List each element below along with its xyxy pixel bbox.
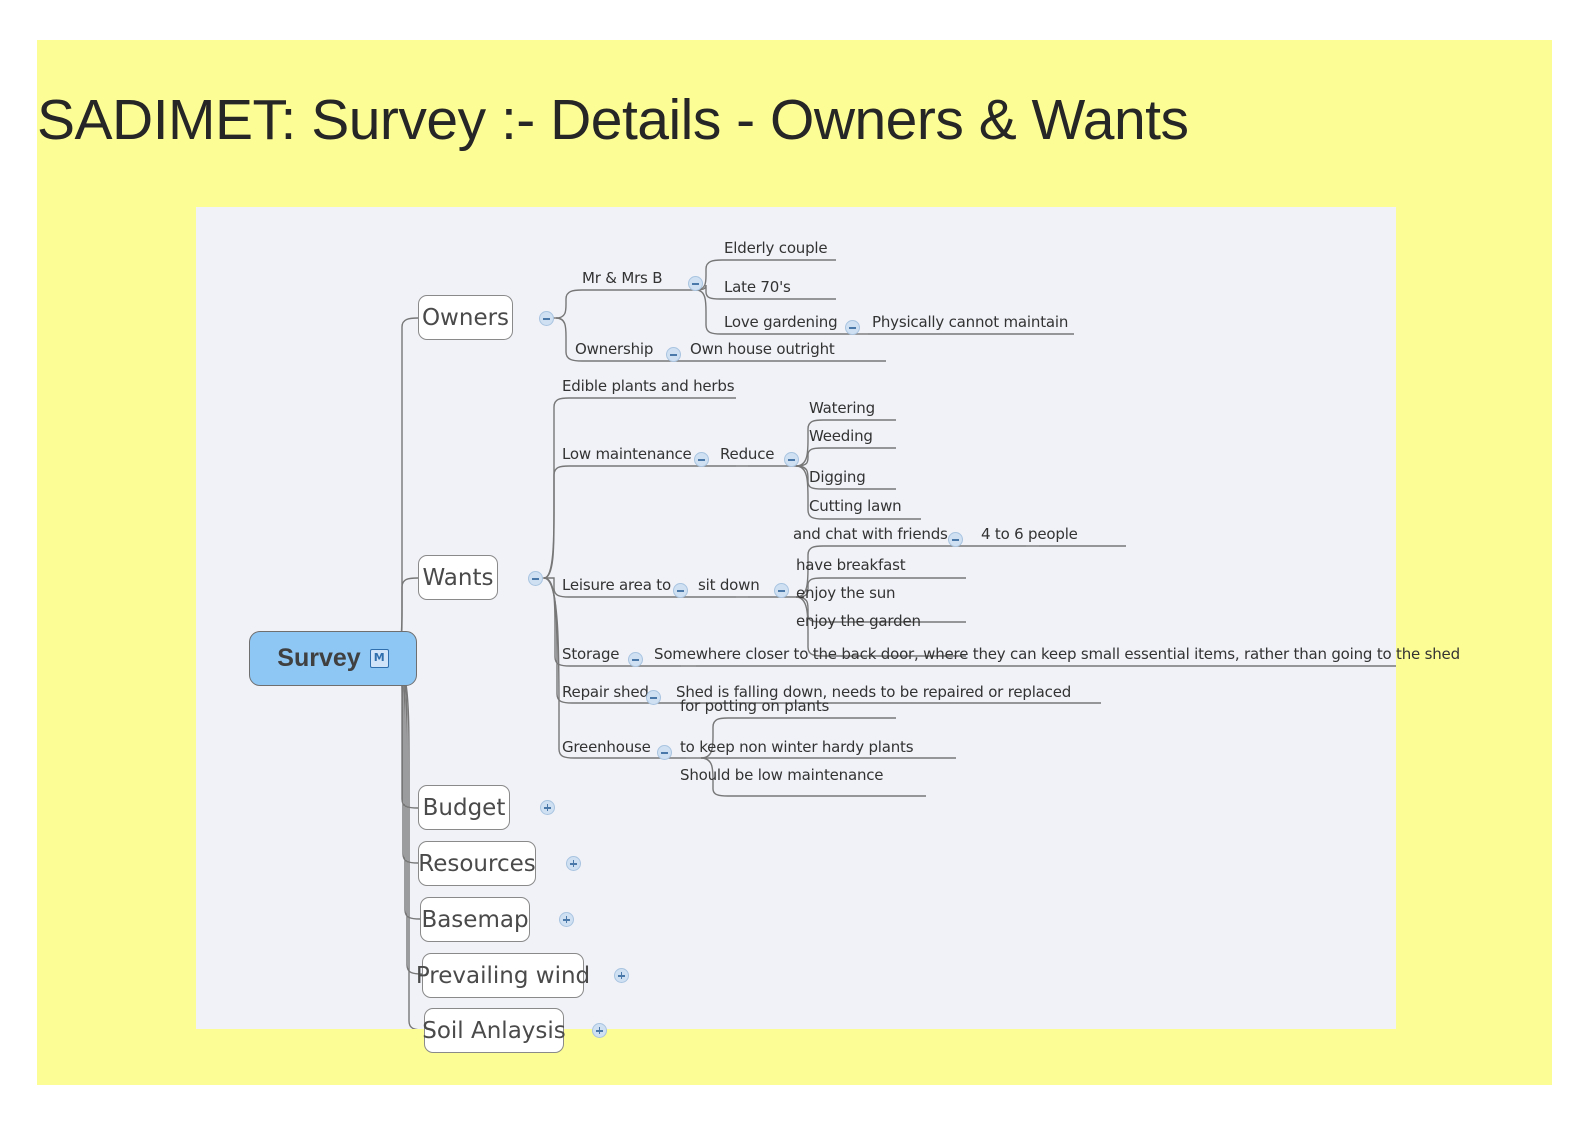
node-ownership-label: Ownership [575, 340, 654, 358]
node-storage[interactable]: Storage [562, 645, 619, 663]
collapse-icon-chat-with-friends[interactable] [948, 532, 963, 547]
node-repair-shed[interactable]: Repair shed [562, 683, 649, 701]
node-4-to-6-people[interactable]: 4 to 6 people [981, 525, 1078, 543]
collapse-icon-owners[interactable] [539, 311, 554, 326]
node-watering-label: Watering [809, 399, 875, 417]
node-mr-mrs-b[interactable]: Mr & Mrs B [582, 269, 663, 287]
node-low-maintenance[interactable]: Low maintenance [562, 445, 692, 463]
node-sit-down[interactable]: sit down [698, 576, 760, 594]
node-reduce[interactable]: Reduce [720, 445, 774, 463]
expand-icon-budget[interactable] [540, 800, 555, 815]
node-greenhouse-label: Greenhouse [562, 738, 651, 756]
node-basemap[interactable]: Basemap [420, 897, 530, 942]
node-enjoy-the-sun[interactable]: enjoy the sun [796, 584, 896, 602]
collapse-icon-love-gardening[interactable] [845, 320, 860, 335]
node-wants[interactable]: Wants [418, 555, 498, 600]
node-physically-cannot-maintain-label: Physically cannot maintain [872, 313, 1069, 331]
node-digging[interactable]: Digging [809, 468, 866, 486]
node-weeding[interactable]: Weeding [809, 427, 873, 445]
node-have-breakfast-label: have breakfast [796, 556, 906, 574]
collapse-icon-low-maintenance[interactable] [694, 452, 709, 467]
map-marker-badge-icon: M [369, 649, 389, 668]
node-late-70s-label: Late 70's [724, 278, 791, 296]
node-chat-with-friends[interactable]: and chat with friends [793, 525, 948, 543]
node-should-be-low-maintenance[interactable]: Should be low maintenance [680, 766, 884, 784]
collapse-icon-ownership[interactable] [666, 347, 681, 362]
node-physically-cannot-maintain[interactable]: Physically cannot maintain [872, 313, 1068, 331]
node-weeding-label: Weeding [809, 427, 873, 445]
node-for-potting-on-plants-label: for potting on plants [680, 697, 830, 715]
node-edible-plants[interactable]: Edible plants and herbs [562, 377, 735, 395]
node-low-maintenance-label: Low maintenance [562, 445, 692, 463]
root-node-survey[interactable]: Survey M [249, 631, 417, 686]
node-non-winter-hardy-plants[interactable]: to keep non winter hardy plants [680, 738, 914, 756]
node-budget-label: Budget [422, 794, 506, 821]
collapse-icon-reduce[interactable] [784, 452, 799, 467]
node-storage-detail[interactable]: Somewhere closer to the back door, where… [654, 645, 1460, 663]
collapse-icon-greenhouse[interactable] [657, 745, 672, 760]
node-prevailing-wind[interactable]: Prevailing wind [416, 953, 590, 998]
node-mr-mrs-b-label: Mr & Mrs B [582, 269, 663, 287]
page-title: SADIMET: Survey :- Details - Owners & Wa… [37, 88, 1189, 152]
node-repair-shed-detail[interactable]: Shed is falling down, needs to be repair… [676, 683, 1071, 701]
node-late-70s[interactable]: Late 70's [724, 278, 791, 296]
expand-icon-prevailing-wind[interactable] [614, 968, 629, 983]
collapse-icon-sit-down[interactable] [774, 583, 789, 598]
collapse-icon-repair-shed[interactable] [646, 690, 661, 705]
node-owners-label: Owners [421, 304, 510, 331]
collapse-icon-storage[interactable] [628, 652, 643, 667]
node-resources[interactable]: Resources [418, 841, 536, 886]
node-budget[interactable]: Budget [418, 785, 510, 830]
node-for-potting-on-plants[interactable]: for potting on plants [680, 697, 829, 715]
node-sit-down-label: sit down [698, 576, 760, 594]
node-4-to-6-people-label: 4 to 6 people [981, 525, 1078, 543]
node-cutting-lawn[interactable]: Cutting lawn [809, 497, 902, 515]
collapse-icon-mr-mrs-b[interactable] [688, 276, 703, 291]
node-prevailing-wind-label: Prevailing wind [415, 962, 591, 989]
node-enjoy-the-garden-label: enjoy the garden [796, 612, 921, 630]
node-leisure-area-to[interactable]: Leisure area to [562, 576, 671, 594]
node-love-gardening-label: Love gardening [724, 313, 838, 331]
node-storage-detail-label: Somewhere closer to the back door, where… [654, 645, 1460, 663]
node-wants-label: Wants [422, 564, 494, 591]
node-repair-shed-label: Repair shed [562, 683, 649, 701]
node-ownership[interactable]: Ownership [575, 340, 653, 358]
node-own-house-outright[interactable]: Own house outright [690, 340, 835, 358]
node-elderly-couple-label: Elderly couple [724, 239, 828, 257]
node-greenhouse[interactable]: Greenhouse [562, 738, 651, 756]
node-repair-shed-detail-label: Shed is falling down, needs to be repair… [676, 683, 1072, 701]
slide-background: SADIMET: Survey :- Details - Owners & Wa… [37, 40, 1552, 1085]
node-love-gardening[interactable]: Love gardening [724, 313, 838, 331]
node-edible-plants-label: Edible plants and herbs [562, 377, 735, 395]
mindmap-canvas[interactable]: Survey M Owners Mr & Mrs B Elderly coupl… [196, 207, 1460, 1053]
node-soil-anlaysis[interactable]: Soil Anlaysis [422, 1008, 566, 1053]
node-have-breakfast[interactable]: have breakfast [796, 556, 906, 574]
node-own-house-outright-label: Own house outright [690, 340, 835, 358]
node-reduce-label: Reduce [720, 445, 775, 463]
node-basemap-label: Basemap [421, 906, 529, 933]
node-should-be-low-maintenance-label: Should be low maintenance [680, 766, 884, 784]
node-owners[interactable]: Owners [418, 295, 513, 340]
node-soil-anlaysis-label: Soil Anlaysis [422, 1017, 566, 1044]
node-resources-label: Resources [418, 850, 536, 877]
expand-icon-basemap[interactable] [559, 912, 574, 927]
node-digging-label: Digging [809, 468, 866, 486]
node-leisure-area-to-label: Leisure area to [562, 576, 671, 594]
node-storage-label: Storage [562, 645, 620, 663]
expand-icon-soil-anlaysis[interactable] [592, 1023, 607, 1038]
node-chat-with-friends-label: and chat with friends [793, 525, 948, 543]
collapse-icon-wants[interactable] [528, 571, 543, 586]
node-enjoy-the-garden[interactable]: enjoy the garden [796, 612, 921, 630]
node-elderly-couple[interactable]: Elderly couple [724, 239, 828, 257]
node-non-winter-hardy-plants-label: to keep non winter hardy plants [680, 738, 914, 756]
node-enjoy-the-sun-label: enjoy the sun [796, 584, 896, 602]
expand-icon-resources[interactable] [566, 856, 581, 871]
root-node-label: Survey [277, 644, 361, 672]
collapse-icon-leisure-area[interactable] [673, 583, 688, 598]
node-watering[interactable]: Watering [809, 399, 875, 417]
node-cutting-lawn-label: Cutting lawn [809, 497, 902, 515]
